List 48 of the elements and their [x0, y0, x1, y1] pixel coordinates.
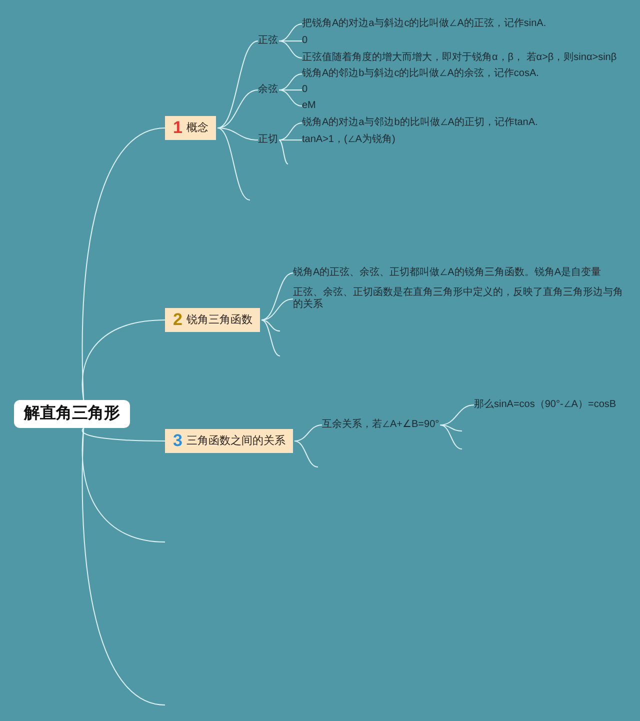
- branch-line: [260, 320, 280, 332]
- branch-line: [260, 272, 294, 320]
- branch-line: [440, 424, 462, 450]
- branch-line: [82, 320, 166, 400]
- topic-label: 三角函数之间的关系: [186, 434, 286, 449]
- branch-line: [216, 40, 258, 128]
- topic-number: 2: [173, 310, 182, 330]
- branch-line: [294, 424, 322, 442]
- branch-line: [216, 128, 250, 200]
- topic-label: 概念: [186, 121, 208, 136]
- branch-line: [260, 320, 280, 356]
- branch-line: [216, 128, 258, 140]
- note-text: eM: [302, 100, 316, 112]
- note-text: 正弦值随着角度的增大而增大，即对于锐角α，β， 若α>β，则sinα>sinβ: [302, 52, 617, 64]
- branch-line: [278, 122, 302, 140]
- branch-line: [278, 40, 302, 58]
- note-text: 锐角A的邻边b与斜边c的比叫做∠A的余弦，记作cosA.: [302, 68, 539, 80]
- note-text: tanA>1，(∠A为锐角): [302, 134, 396, 146]
- branch-line: [216, 90, 258, 128]
- note-text: 锐角A的对边a与邻边b的比叫做∠A的正切，记作tanA.: [302, 117, 538, 129]
- topic-number: 3: [173, 431, 182, 451]
- note-text: 那么sinA=cos（90°-∠A）=cosB: [474, 399, 616, 411]
- note-text: 锐角A的正弦、余弦、正切都叫做∠A的锐角三角函数。锐角A是自变量: [293, 267, 602, 279]
- topic-number: 1: [173, 118, 182, 138]
- main-topic: [165, 116, 216, 140]
- note-text: 互余关系，若∠A+∠B=90°: [322, 419, 440, 431]
- note-text: 0: [302, 35, 308, 47]
- branch-line: [82, 428, 166, 442]
- branch-line: [82, 428, 166, 706]
- branch-line: [278, 40, 302, 42]
- subtopic-label: 正切: [258, 134, 278, 146]
- branch-line: [294, 440, 318, 468]
- subtopic-label: 余弦: [258, 84, 278, 96]
- branch-line: [440, 424, 462, 432]
- note-text: 把锐角A的对边a与斜边c的比叫做∠A的正弦，记作sinA.: [302, 18, 546, 30]
- branch-line: [278, 24, 302, 42]
- note-text: 正弦、余弦、正切函数是在直角三角形中定义的，反映了直角三角形边与角的关系: [293, 287, 623, 311]
- subtopic-label: 正弦: [258, 35, 278, 47]
- branch-line: [278, 140, 288, 164]
- note-text: 0: [302, 84, 308, 96]
- topic-label: 锐角三角函数: [186, 313, 252, 328]
- main-topic: [165, 308, 260, 332]
- main-topic: [165, 429, 294, 453]
- branch-line: [278, 90, 302, 106]
- branch-line: [260, 298, 294, 320]
- root-topic: 解直角三角形: [14, 400, 130, 428]
- branch-line: [82, 128, 166, 400]
- branch-line: [278, 74, 302, 90]
